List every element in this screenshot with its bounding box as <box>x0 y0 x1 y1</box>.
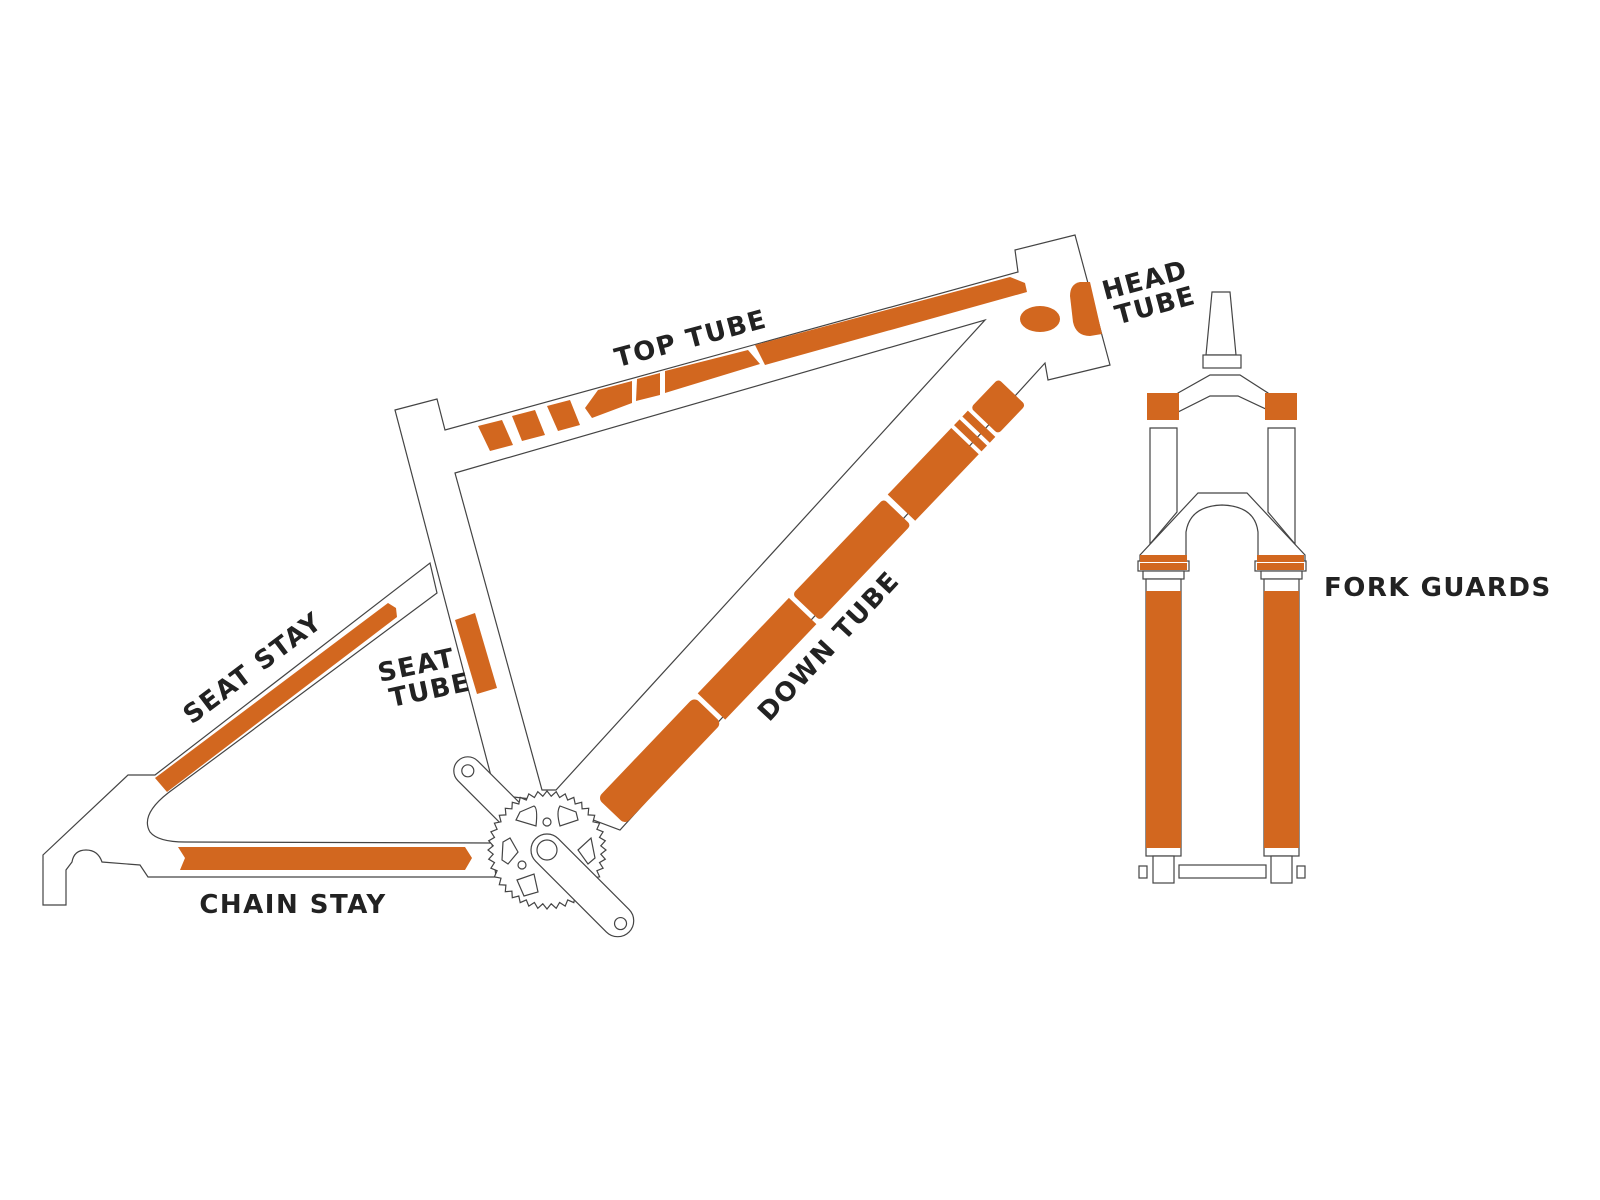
label-fork-guards: FORK GUARDS <box>1324 573 1552 603</box>
top-tube-sticker <box>636 373 660 401</box>
steerer <box>1205 291 1237 356</box>
down-tube-sticker <box>600 699 720 822</box>
down-tube-sticker <box>954 419 988 452</box>
label-head-tube: HEAD TUBE <box>1099 255 1199 331</box>
label-chain-stay: CHAIN STAY <box>199 890 386 920</box>
stanchion-left <box>1149 427 1178 546</box>
top-tube-stickers <box>478 277 1027 451</box>
fork-seal-sticker <box>1257 563 1304 570</box>
head-tube-stickers <box>1020 282 1102 336</box>
chainring-cutouts <box>501 805 596 897</box>
rear-triangle <box>42 561 497 906</box>
chain-stay-sticker <box>178 847 472 870</box>
fork-seal-sticker <box>1257 555 1304 562</box>
top-tube-sticker <box>512 410 545 441</box>
fork-guard-left <box>1146 591 1181 848</box>
head-tube-sticker <box>1020 306 1060 332</box>
top-tube-sticker <box>478 420 513 451</box>
fork-crown-sticker <box>1265 393 1297 420</box>
seat-stay-sticker <box>155 603 397 792</box>
fork-seal-sticker <box>1140 555 1187 562</box>
down-tube-sticker <box>697 597 817 720</box>
down-tube-stickers <box>600 380 1025 822</box>
top-tube-sticker <box>665 350 760 393</box>
fork-guard-right <box>1264 591 1299 848</box>
down-tube-sticker <box>794 500 910 619</box>
fork <box>1137 291 1307 884</box>
top-tube-sticker <box>547 400 580 431</box>
fork-crown-sticker <box>1147 393 1179 420</box>
down-tube-sticker <box>972 380 1025 433</box>
fork-crown <box>1177 374 1269 413</box>
fork-seal-sticker <box>1140 563 1187 570</box>
inner-triangle <box>454 318 987 791</box>
top-tube-sticker <box>585 381 632 418</box>
head-tube-sticker <box>1070 282 1102 336</box>
seat-tube-sticker <box>455 613 497 694</box>
crankset <box>453 756 635 938</box>
down-tube-sticker <box>887 428 979 521</box>
top-tube-sticker <box>755 277 1027 365</box>
down-tube-sticker <box>962 410 996 443</box>
frame-outline <box>42 234 1111 906</box>
